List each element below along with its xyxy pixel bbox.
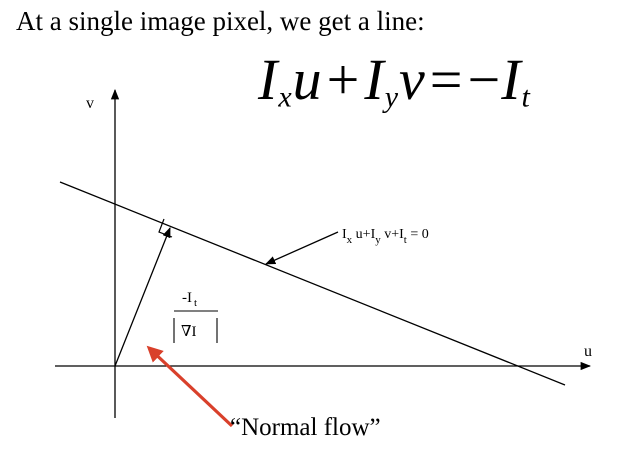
eq-term-i: I bbox=[258, 47, 279, 112]
v-axis-label: v bbox=[86, 95, 94, 112]
eq-var-v: v bbox=[399, 47, 426, 112]
normal-flow-label: “Normal flow” bbox=[230, 414, 381, 441]
eq-sub-y: y bbox=[384, 80, 400, 114]
eq-minus: − bbox=[467, 47, 502, 112]
eq-plus: + bbox=[326, 47, 361, 112]
eq-sub-t: t bbox=[521, 80, 531, 114]
line-label-arrow bbox=[265, 231, 339, 265]
constraint-equation: Ixu+Iyv=−It bbox=[258, 46, 531, 115]
eq-term-i: I bbox=[501, 47, 522, 112]
eq-var-u: u bbox=[292, 47, 323, 112]
slide-heading: At a single image pixel, we get a line: bbox=[16, 6, 425, 36]
right-angle-mark bbox=[158, 218, 173, 238]
constraint-line bbox=[59, 181, 566, 386]
normal-flow-vector bbox=[114, 227, 171, 367]
eq-sub-x: x bbox=[278, 80, 293, 114]
eq-term-i: I bbox=[364, 47, 385, 112]
fraction-denominator: ∇I bbox=[181, 324, 196, 340]
line-equation-label: Ix u+Iy v+It = 0 bbox=[342, 227, 429, 246]
eq-equals: = bbox=[429, 47, 464, 112]
u-axis-label: u bbox=[584, 343, 592, 360]
normal-flow-callout-arrow bbox=[146, 345, 234, 428]
